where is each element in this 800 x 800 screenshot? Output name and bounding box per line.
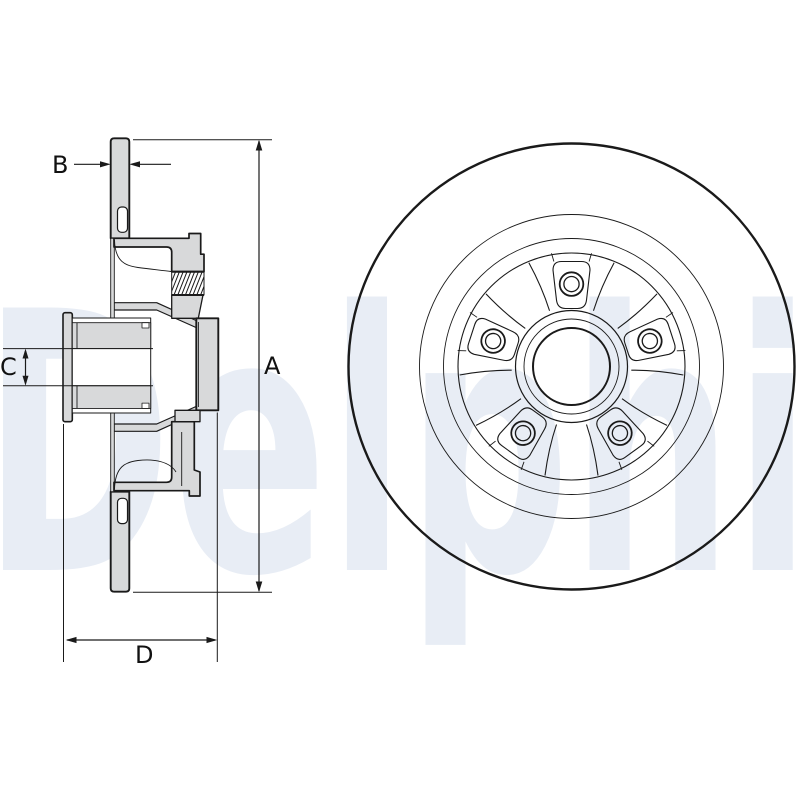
- arrowhead: [255, 581, 263, 593]
- abs-ring-hatched: [171, 270, 205, 297]
- dim-label-a: A: [264, 352, 281, 380]
- spoke-edge: [528, 262, 551, 311]
- hat-lower: [113, 420, 201, 497]
- hub-barrel-upper: [110, 237, 115, 319]
- front-view: [347, 142, 796, 591]
- boss-connector-lines: [488, 440, 525, 470]
- arrowhead: [22, 348, 29, 359]
- abs-ring-body: [171, 271, 205, 296]
- arrowhead: [255, 139, 263, 151]
- bolt-hole-outer: [637, 328, 663, 354]
- flange-step: [174, 409, 201, 423]
- bolt-hole-outer: [558, 271, 585, 297]
- bolt-boss: [596, 407, 646, 460]
- hub-collar-outer: [514, 309, 629, 424]
- dimension-d: D: [63, 412, 218, 669]
- dimension-annotations: B A C D: [0, 139, 281, 669]
- center-bore: [532, 327, 611, 406]
- hub-spokes: [459, 262, 684, 476]
- bolt-hole-inner: [563, 275, 580, 293]
- dim-label-d: D: [135, 641, 153, 669]
- bolt-hole-inner: [611, 424, 629, 442]
- snap-ring-lower: [141, 402, 150, 409]
- bearing-race-upper: [71, 322, 152, 350]
- bolt-boss: [467, 317, 520, 362]
- bolt-holes: [457, 253, 686, 470]
- hub-barrel-lower: [110, 412, 115, 493]
- dim-label-c: C: [0, 353, 17, 381]
- bolt-hole-inner: [641, 332, 659, 350]
- hat-edge-circle: [443, 238, 700, 495]
- hat-shoulder-upper: [171, 294, 204, 319]
- hub-collar-inner: [523, 318, 620, 415]
- dimension-c: C: [0, 348, 29, 386]
- bolt-hole-outer: [607, 420, 633, 446]
- bolt-hole-inner: [514, 424, 532, 442]
- bolt-hole-inner: [484, 332, 502, 350]
- bolt-boss: [497, 407, 547, 460]
- bolt-boss: [552, 260, 591, 310]
- spoke-ring-circle: [457, 252, 686, 481]
- arrowhead: [100, 161, 111, 168]
- friction-band-inner-edge: [419, 214, 724, 519]
- spoke-edge: [631, 369, 684, 376]
- snap-ring-upper: [141, 322, 150, 329]
- spoke-edge: [544, 424, 558, 476]
- section-view: [3, 137, 220, 593]
- boss-connector-lines: [665, 312, 686, 352]
- dimension-a: A: [133, 139, 281, 593]
- boss-connector-lines: [618, 440, 655, 470]
- hatch-lines: [171, 271, 204, 296]
- relief-groove-lower: [116, 497, 129, 525]
- wheel-bearing: [62, 311, 152, 423]
- hat-upper: [113, 232, 205, 273]
- dimension-b: B: [52, 151, 171, 179]
- disc-outer-edge: [347, 142, 796, 591]
- arrowhead: [206, 636, 218, 644]
- bolt-hole-outer: [480, 328, 506, 354]
- bearing-race-lower: [71, 385, 152, 409]
- seal-plate: [62, 311, 74, 423]
- spoke-edge: [617, 293, 658, 329]
- spoke-edge: [585, 424, 599, 476]
- mounting-flange: [195, 317, 220, 412]
- arrowhead: [65, 636, 77, 644]
- arrowhead: [22, 375, 29, 386]
- spoke-edge: [475, 398, 522, 426]
- boss-connector-lines: [551, 253, 592, 262]
- bolt-hole-outer: [510, 420, 536, 446]
- bolt-boss: [623, 317, 676, 362]
- relief-groove-upper: [116, 206, 129, 233]
- spoke-edge: [592, 262, 615, 311]
- spoke-edge: [621, 398, 668, 426]
- boss-connector-lines: [457, 312, 478, 352]
- spoke-edge: [459, 369, 512, 376]
- arrowhead: [129, 161, 140, 168]
- dim-label-b: B: [52, 151, 68, 179]
- fillet-curves: [114, 239, 183, 490]
- spoke-edge: [485, 293, 526, 329]
